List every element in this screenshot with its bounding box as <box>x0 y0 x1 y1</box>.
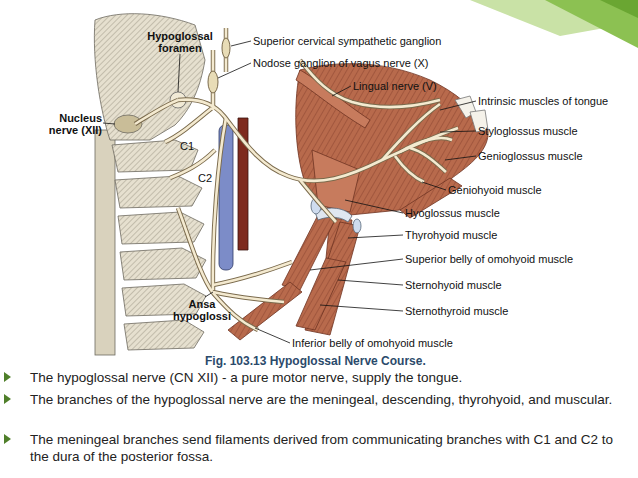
bullet-text: The meningeal branches send filaments de… <box>30 431 630 465</box>
anatomy-label: Styloglossus muscle <box>478 125 636 137</box>
leader-line <box>178 54 180 92</box>
hyoid-horn <box>353 219 361 233</box>
anatomy-label: Lingual nerve (V) <box>353 80 473 92</box>
leader-line <box>255 328 290 343</box>
anatomy-label: Hyoglossus muscle <box>405 207 605 219</box>
slide-decoration <box>600 0 638 18</box>
leader-line <box>218 63 251 78</box>
vertebra-label: C2 <box>198 172 218 184</box>
leader-line <box>332 86 351 96</box>
anatomy-label: Hypoglossal foramen <box>145 30 215 54</box>
vertebra-label: C1 <box>180 140 200 152</box>
leader-line <box>440 101 476 110</box>
leader-line <box>205 292 213 297</box>
bullet-text: The branches of the hypoglossal nerve ar… <box>30 391 630 408</box>
anatomy-label: Inferior belly of omohyoid muscle <box>292 337 522 349</box>
anatomy-label: Intrinsic muscles of tongue <box>478 95 636 107</box>
leader-line <box>348 235 403 238</box>
anatomy-label: Geniohyoid muscle <box>448 184 628 196</box>
leader-lines <box>103 41 476 343</box>
anatomy-label: Nodose ganglion of vagus nerve (X) <box>253 57 503 69</box>
anatomy-label: Ansa hypoglossi <box>172 298 232 322</box>
bullet-marker <box>4 372 11 382</box>
leader-line <box>345 200 403 213</box>
bullet-marker <box>4 434 11 444</box>
anatomy-label: Genioglossus muscle <box>478 150 636 162</box>
bullet-text: The hypoglossal nerve (CN XII) - a pure … <box>30 369 630 386</box>
anatomy-label: Superior cervical sympathetic ganglion <box>253 35 513 47</box>
anatomy-label: Sternohyoid muscle <box>405 279 605 291</box>
anatomy-label: Superior belly of omohyoid muscle <box>405 253 635 265</box>
omohyoid-superior <box>282 215 336 290</box>
ganglion <box>222 38 230 58</box>
ganglion <box>208 71 218 93</box>
vertebra <box>124 320 204 350</box>
anatomy-label: Thyrohyoid muscle <box>405 229 605 241</box>
slide-decoration <box>545 0 638 48</box>
styloglossus <box>296 70 370 128</box>
leader-line <box>422 182 446 190</box>
leader-line <box>310 259 403 270</box>
vertebra <box>115 176 202 208</box>
leader-line <box>440 131 476 132</box>
leader-line <box>103 123 115 124</box>
bullet-marker <box>4 394 11 404</box>
anatomy-label: Sternothyroid muscle <box>405 305 605 317</box>
anatomy-label: Nucleus nerve (XII) <box>38 112 102 136</box>
leader-line <box>338 280 403 285</box>
spinal-cord <box>95 130 115 355</box>
leader-line <box>320 305 403 311</box>
figure-caption: Fig. 103.13 Hypoglossal Nerve Course. <box>205 354 426 368</box>
leader-line <box>231 41 251 46</box>
leader-line <box>445 156 476 160</box>
omohyoid-inferior <box>228 282 302 340</box>
